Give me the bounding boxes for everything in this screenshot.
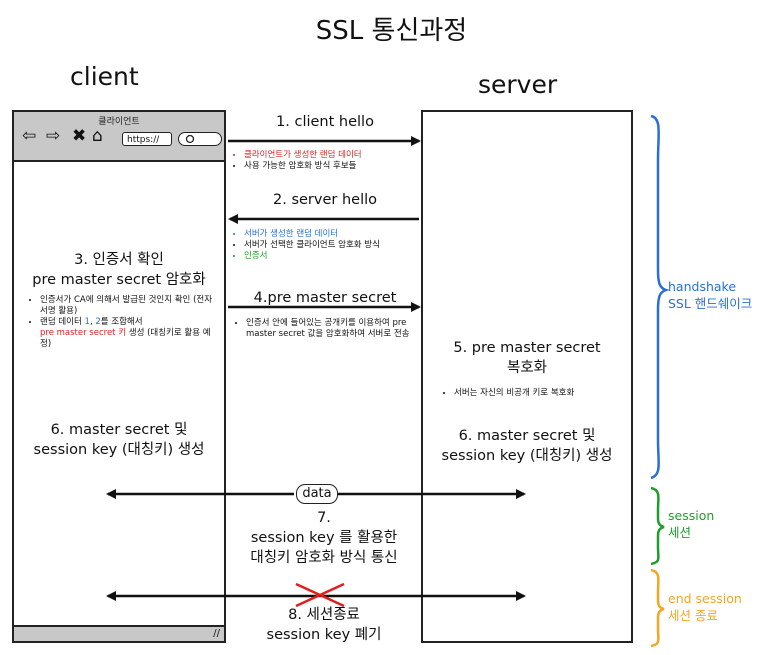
client-step-3-note-1: 인증서가 CA에 의해서 발급된 것인지 확인 (전자서명 활용)	[40, 295, 216, 317]
search-icon	[185, 134, 195, 144]
server-step-5-line-1: 5. pre master secret	[453, 340, 601, 356]
step-7-line-1: 7.	[317, 510, 331, 526]
step-8-line-1: 8. 세션종료	[288, 607, 360, 623]
diagram-title: SSL 통신과정	[315, 16, 468, 46]
handshake-phase-line-2: SSL 핸드쉐이크	[668, 296, 753, 311]
handshake-brace	[650, 114, 670, 480]
step-8: 8. 세션종료 session key 폐기	[228, 605, 420, 645]
url-bar: https://	[122, 132, 172, 146]
forward-arrow-icon: ⇨	[46, 126, 61, 146]
message-1-label: 1. client hello	[276, 114, 374, 130]
end-session-phase-line-2: 세션 종료	[668, 608, 718, 623]
message-1-notes: 클라이언트가 생성한 랜덤 데이터 사용 가능한 암호화 방식 후보들	[230, 150, 420, 172]
step-7: 7. session key 를 활용한 대칭키 암호화 방식 통신	[228, 508, 420, 568]
message-2-label: 2. server hello	[273, 192, 377, 208]
step-7-line-3: 대칭키 암호화 방식 통신	[250, 550, 398, 566]
server-step-5: 5. pre master secret 복호화	[423, 338, 631, 378]
message-2-notes: 서버가 생성한 랜덤 데이터 서버가 선택한 클라이언트 암호화 방식 인증서	[230, 229, 420, 262]
client-step-3: 3. 인증서 확인 pre master secret 암호화	[14, 250, 224, 290]
message-4-note: 인증서 안에 들어있는 공개키를 이용하여 pre master secret …	[246, 318, 410, 340]
message-4-notes: 인증서 안에 들어있는 공개키를 이용하여 pre master secret …	[232, 318, 410, 340]
home-icon: ⌂	[92, 126, 103, 146]
close-icon: ✖	[72, 126, 87, 146]
message-1-note-1: 클라이언트가 생성한 랜덤 데이터	[244, 150, 420, 161]
client-step-6: 6. master secret 및 session key (대칭키) 생성	[14, 420, 224, 460]
search-bar	[178, 132, 222, 146]
message-2-note-1: 서버가 생성한 랜덤 데이터	[244, 229, 420, 240]
step-7-line-2: session key 를 활용한	[250, 530, 398, 546]
server-box	[421, 110, 633, 643]
end-session-brace	[650, 568, 665, 648]
client-step-3-notes: 인증서가 CA에 의해서 발급된 것인지 확인 (전자서명 활용) 랜덤 데이터…	[26, 295, 216, 350]
message-1-note-2: 사용 가능한 암호화 방식 후보들	[244, 161, 420, 172]
cross-icon	[295, 582, 345, 608]
server-step-6-line-1: 6. master secret 및	[458, 428, 596, 444]
server-heading: server	[478, 70, 558, 99]
server-step-6: 6. master secret 및 session key (대칭키) 생성	[423, 426, 631, 466]
session-phase-label: session 세션	[668, 507, 714, 541]
back-arrow-icon: ⇦	[22, 126, 37, 146]
session-phase-line-2: 세션	[668, 525, 692, 540]
handshake-phase-line-1: handshake	[668, 279, 737, 294]
client-heading: client	[70, 62, 139, 91]
session-phase-line-1: session	[668, 508, 715, 523]
message-4-label: 4.pre master secret	[253, 290, 397, 306]
step-8-line-2: session key 폐기	[266, 627, 382, 643]
end-session-phase-line-1: end session	[668, 591, 742, 606]
server-step-5-line-2: 복호화	[506, 360, 548, 376]
handshake-phase-label: handshake SSL 핸드쉐이크	[668, 278, 752, 312]
client-window: 클라이언트 ⇦ ⇨ ✖ ⌂ https:// //	[12, 110, 226, 643]
client-statusbar: //	[14, 625, 224, 641]
client-step-3-line-2: pre master secret 암호화	[32, 272, 206, 288]
client-window-label: 클라이언트	[98, 117, 140, 127]
end-session-phase-label: end session 세션 종료	[668, 590, 742, 624]
message-2-note-2: 서버가 선택한 클라이언트 암호화 방식	[244, 240, 420, 251]
client-toolbar: 클라이언트 ⇦ ⇨ ✖ ⌂ https://	[14, 112, 224, 162]
client-step-3-line-1: 3. 인증서 확인	[74, 252, 164, 268]
message-2-note-3: 인증서	[244, 251, 420, 262]
data-label: data	[296, 484, 338, 504]
client-step-6-line-1: 6. master secret 및	[50, 422, 188, 438]
server-step-5-notes: 서버는 자신의 비공개 키로 복호화	[440, 388, 630, 399]
client-step-6-line-2: session key (대칭키) 생성	[33, 442, 205, 458]
resize-grip-icon: //	[213, 628, 220, 639]
server-step-5-note: 서버는 자신의 비공개 키로 복호화	[454, 388, 630, 399]
session-brace	[650, 486, 665, 566]
server-step-6-line-2: session key (대칭키) 생성	[441, 448, 613, 464]
